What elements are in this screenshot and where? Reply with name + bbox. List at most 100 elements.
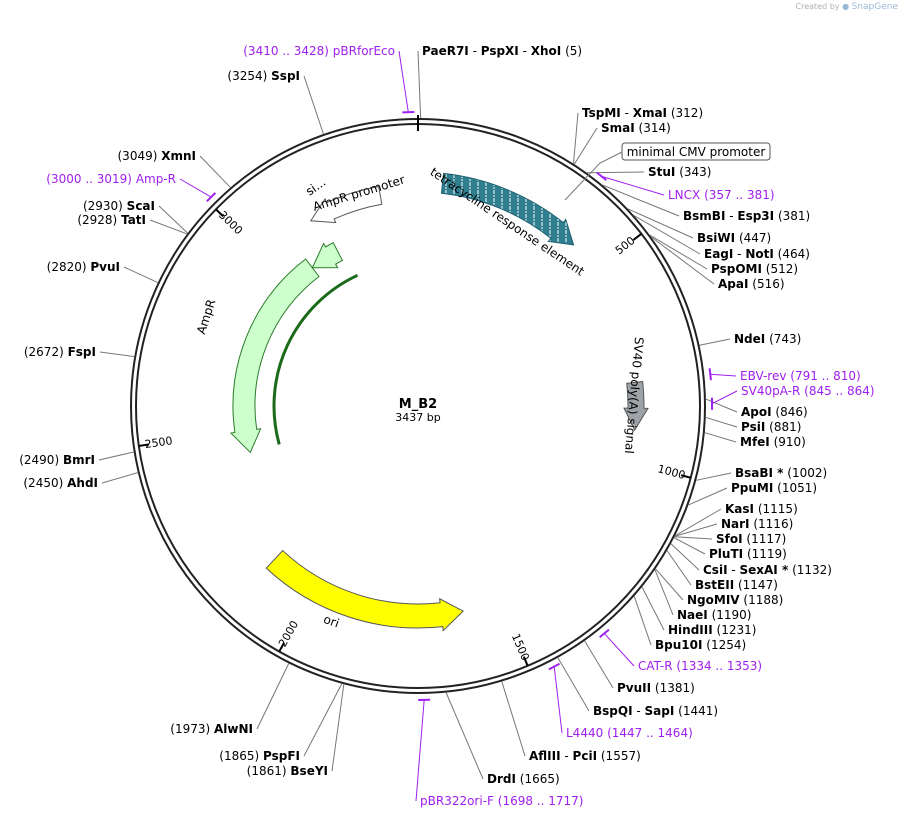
enzyme-position: (910) <box>774 435 806 449</box>
enzyme-position: (5) <box>565 44 582 58</box>
enzyme-site-label[interactable]: Bpu10I (1254) <box>655 638 746 652</box>
enzyme-site-label[interactable]: TspMI - XmaI (312) <box>582 106 703 120</box>
enzyme-site-label[interactable]: SmaI (314) <box>601 121 671 135</box>
enzyme-position: (516) <box>752 277 784 291</box>
enzyme-site-label[interactable]: (3254) SspI <box>227 69 300 83</box>
primer-label[interactable]: LNCX (357 .. 381) <box>668 188 775 202</box>
plasmid-name: M_B2 <box>399 397 437 412</box>
enzyme-site-label[interactable]: BspQI - SapI (1441) <box>593 704 718 718</box>
ampr-arrow <box>229 258 320 454</box>
tick-label: 1000 <box>656 462 686 482</box>
enzyme-site-label[interactable]: (1865) PspFI <box>219 749 300 763</box>
site-leader <box>303 75 324 135</box>
primer-label[interactable]: L4440 (1447 .. 1464) <box>566 726 693 740</box>
enzyme-name: NgoMIV <box>687 593 740 607</box>
enzyme-site-label[interactable]: PaeR7I - PspXI - XhoI (5) <box>422 44 582 58</box>
enzyme-site-label[interactable]: CsiI - SexAI * (1132) <box>703 563 832 577</box>
enzyme-site-label[interactable]: (2672) FspI <box>24 345 96 359</box>
enzyme-site-label[interactable]: BsmBI - Esp3I (381) <box>683 209 810 223</box>
enzyme-site-label[interactable]: AflIII - PciI (1557) <box>529 749 641 763</box>
enzyme-site-label[interactable]: NaeI (1190) <box>677 608 751 622</box>
enzyme-site-label[interactable]: PluTI (1119) <box>709 547 787 561</box>
plasmid-size: 3437 bp <box>395 411 440 424</box>
enzyme-site-label[interactable]: PvuII (1381) <box>617 681 695 695</box>
primer-label[interactable]: CAT-R (1334 .. 1353) <box>638 659 762 673</box>
enzyme-site-label[interactable]: BsiWI (447) <box>697 231 771 245</box>
enzyme-name: BstEII <box>695 578 734 592</box>
enzyme-site-label[interactable]: NdeI (743) <box>734 332 801 346</box>
primer-range: (791 .. 810) <box>790 369 860 383</box>
primer-label[interactable]: EBV-rev (791 .. 810) <box>740 369 861 383</box>
site-leader <box>149 219 188 235</box>
site-leader <box>641 586 665 631</box>
enzyme-name: PvuI <box>90 260 120 274</box>
site-leader <box>666 550 692 586</box>
enzyme-position: (846) <box>775 405 807 419</box>
cmv-label: minimal CMV promoter <box>627 145 766 159</box>
enzyme-site-label[interactable]: (2490) BmrI <box>19 453 95 467</box>
enzyme-name: PspXI <box>481 44 519 58</box>
primer-label[interactable]: SV40pA-R (845 .. 864) <box>741 384 875 398</box>
enzyme-name: SexAI * <box>740 563 789 577</box>
primer-label[interactable]: pBR322ori-F (1698 .. 1717) <box>420 794 583 808</box>
enzyme-site-label[interactable]: NarI (1116) <box>721 517 793 531</box>
enzyme-site-label[interactable]: ApaI (516) <box>718 277 785 291</box>
enzyme-site-label[interactable]: MfeI (910) <box>740 435 806 449</box>
enzyme-site-label[interactable]: DrdI (1665) <box>487 772 560 786</box>
site-leader <box>627 208 694 239</box>
enzyme-site-label[interactable]: (2930) ScaI <box>83 199 155 213</box>
enzyme-site-label[interactable]: PspOMI (512) <box>711 262 798 276</box>
primer-label[interactable]: (3000 .. 3019) Amp-R <box>46 172 176 186</box>
tre-arrow <box>440 172 575 246</box>
enzyme-site-label[interactable]: (1973) AlwNI <box>170 722 253 736</box>
enzyme-name: SfoI <box>716 532 743 546</box>
enzyme-site-label[interactable]: BstEII (1147) <box>695 578 778 592</box>
site-leader <box>573 127 598 165</box>
site-leader <box>331 684 345 772</box>
site-leader <box>699 338 731 346</box>
separator: - <box>519 44 531 58</box>
enzyme-site-label[interactable]: PsiI (881) <box>741 420 801 434</box>
enzyme-site-label[interactable]: NgoMIV (1188) <box>687 593 783 607</box>
snapgene-logo-icon: ● <box>842 2 850 11</box>
enzyme-site-label[interactable]: (2928) TatI <box>77 213 146 227</box>
enzyme-site-label[interactable]: HindIII (1231) <box>668 623 756 637</box>
enzyme-position: (1861) <box>247 764 287 778</box>
enzyme-site-label[interactable]: EagI - NotI (464) <box>704 247 810 261</box>
site-leader <box>98 451 134 461</box>
primer-label[interactable]: (3410 .. 3428) pBRforEco <box>243 44 395 58</box>
enzyme-position: (1254) <box>706 638 746 652</box>
enzyme-site-label[interactable]: PpuMI (1051) <box>731 481 817 495</box>
primer-leader <box>601 175 665 196</box>
site-leader <box>557 657 590 712</box>
enzyme-name: XhoI <box>531 44 562 58</box>
enzyme-site-label[interactable]: ApoI (846) <box>741 405 808 419</box>
primer-range: (845 .. 864) <box>804 384 874 398</box>
site-leader <box>501 681 526 757</box>
site-leader <box>158 205 189 234</box>
enzyme-name: AflIII <box>529 749 561 763</box>
enzyme-name: ApoI <box>741 405 772 419</box>
primer-range: (3000 .. 3019) <box>46 172 132 186</box>
primer-leader <box>710 373 737 377</box>
site-leader <box>303 683 343 757</box>
ampr-orf-line <box>272 273 359 445</box>
site-leader <box>696 472 732 481</box>
enzyme-position: (1116) <box>753 517 793 531</box>
enzyme-site-label[interactable]: KasI (1115) <box>725 502 798 516</box>
primer-range: (1334 .. 1353) <box>676 659 762 673</box>
enzyme-site-label[interactable]: StuI (343) <box>648 165 712 179</box>
enzyme-name: PvuII <box>617 681 651 695</box>
enzyme-site-label[interactable]: BsaBI * (1002) <box>735 466 827 480</box>
enzyme-site-label[interactable]: (1861) BseYI <box>247 764 328 778</box>
enzyme-site-label[interactable]: (2820) PvuI <box>47 260 120 274</box>
site-labels: PaeR7I - PspXI - XhoI (5) TspMI - XmaI (3… <box>19 44 874 808</box>
site-leader <box>633 596 652 646</box>
credit-prefix: Created by <box>795 2 840 11</box>
enzyme-site-label[interactable]: (2450) AhdI <box>23 476 98 490</box>
enzyme-site-label[interactable]: (3049) XmnI <box>118 149 197 163</box>
enzyme-site-label[interactable]: SfoI (1117) <box>716 532 786 546</box>
enzyme-name: KasI <box>725 502 754 516</box>
site-leader <box>417 50 422 119</box>
